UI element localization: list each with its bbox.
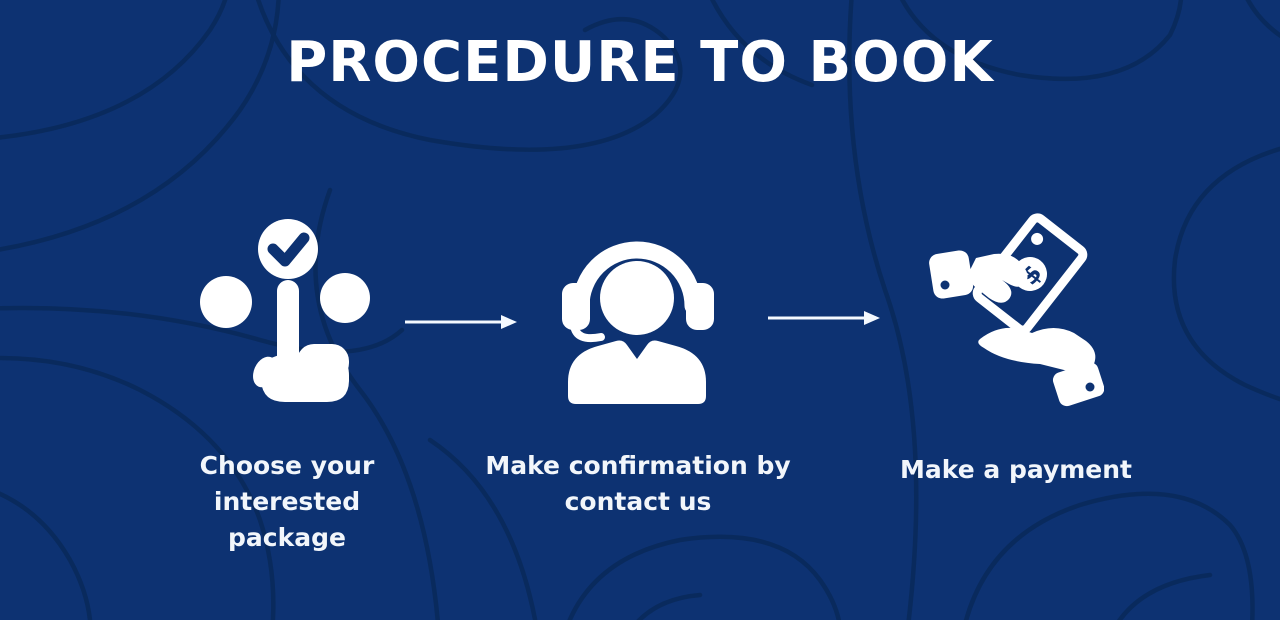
- giving-hand: [929, 250, 1028, 303]
- step-label-confirm-contact: Make confirmation by contact us: [485, 451, 791, 516]
- step-label-choose-package: Choose your interested package: [199, 451, 375, 552]
- step-choose-package: Choose your interested package: [162, 218, 412, 556]
- step-confirm-contact: Make confirmation by contact us: [468, 226, 808, 520]
- receiving-hand: [978, 327, 1104, 407]
- support-headset-icon: [562, 241, 714, 404]
- flow-arrow-icon: [405, 315, 517, 329]
- pointer-select-icon: [200, 219, 370, 402]
- hand-money-icon: $: [929, 213, 1104, 407]
- flow-arrow-icon: [768, 311, 880, 325]
- step-label-payment: Make a payment: [900, 455, 1132, 484]
- step-payment: $ Make a payment: [900, 212, 1132, 488]
- page-title: PROCEDURE TO BOOK: [286, 30, 994, 95]
- checkmark-icon: [267, 232, 310, 267]
